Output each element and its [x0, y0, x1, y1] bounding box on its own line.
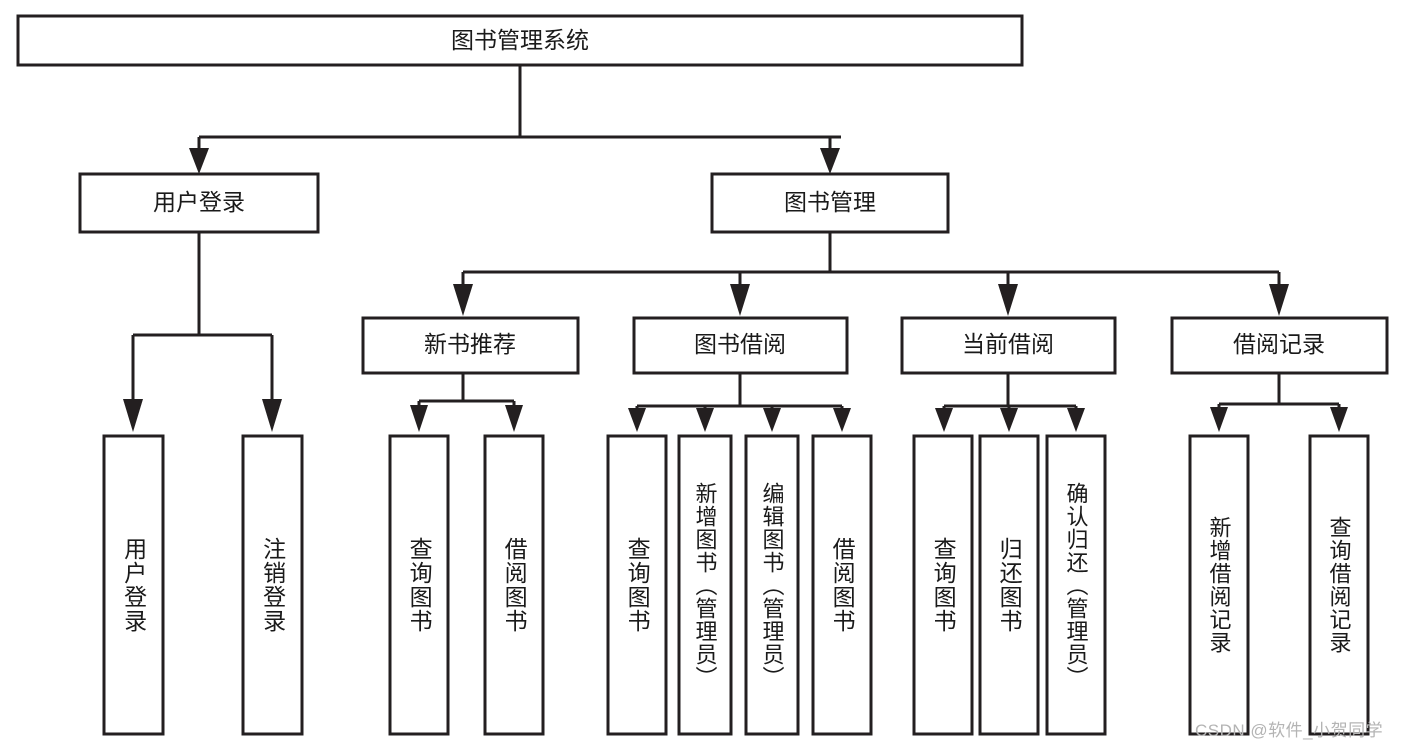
arrow-head-icon [505, 405, 523, 432]
leaf-box[interactable] [606, 434, 668, 736]
leaf-box[interactable] [677, 434, 733, 736]
node-book-manage[interactable]: 图书管理 [710, 172, 950, 234]
edge-bookborrow-to-leaves [628, 373, 851, 432]
arrow-head-icon [730, 284, 750, 316]
arrow-head-icon [1000, 408, 1018, 432]
arrow-head-icon [696, 408, 714, 432]
leaf-box[interactable] [388, 434, 450, 736]
leaf-box[interactable] [1308, 434, 1370, 736]
edge-newbook-to-leaves [410, 373, 523, 432]
node-borrow-record[interactable]: 借阅记录 [1170, 316, 1389, 375]
node-new-book-recommend[interactable]: 新书推荐 [361, 316, 580, 375]
leaf-box[interactable] [1045, 434, 1107, 736]
leaf-box[interactable] [978, 434, 1040, 736]
arrow-head-icon [262, 399, 282, 432]
arrow-head-icon [189, 148, 209, 174]
arrow-head-icon [453, 284, 473, 316]
leaf-box[interactable] [744, 434, 800, 736]
leaf-box[interactable] [483, 434, 545, 736]
leaf-box[interactable] [1188, 434, 1250, 736]
arrow-head-icon [763, 408, 781, 432]
edge-userlogin-to-leaves [123, 232, 282, 432]
leaf-box[interactable] [102, 434, 165, 736]
arrow-head-icon [123, 399, 143, 432]
node-user-login-label: 用户登录 [153, 189, 245, 215]
node-current-borrow-label: 当前借阅 [962, 331, 1054, 357]
edge-borrowrecord-to-leaves [1210, 373, 1348, 432]
arrow-head-icon [935, 408, 953, 432]
leaf-boxes [102, 434, 1370, 736]
node-new-book-recommend-label: 新书推荐 [424, 331, 516, 357]
node-book-borrow[interactable]: 图书借阅 [632, 316, 849, 375]
arrow-head-icon [1067, 408, 1085, 432]
arrow-head-icon [410, 405, 428, 432]
arrow-head-icon [628, 408, 646, 432]
edge-root-to-level2 [189, 65, 841, 174]
node-root[interactable]: 图书管理系统 [16, 14, 1024, 67]
node-current-borrow[interactable]: 当前借阅 [900, 316, 1117, 375]
node-user-login[interactable]: 用户登录 [78, 172, 320, 234]
node-root-label: 图书管理系统 [451, 27, 589, 53]
arrow-head-icon [1330, 407, 1348, 432]
node-borrow-record-label: 借阅记录 [1233, 331, 1325, 357]
node-book-borrow-label: 图书借阅 [694, 331, 786, 357]
arrow-head-icon [998, 284, 1018, 316]
edge-currentborrow-to-leaves [935, 373, 1085, 432]
arrow-head-icon [1269, 284, 1289, 316]
csdn-watermark: CSDN @软件_小贺同学 [1195, 721, 1384, 740]
node-book-manage-label: 图书管理 [784, 189, 876, 215]
arrow-head-icon [833, 408, 851, 432]
leaf-box[interactable] [912, 434, 974, 736]
arrow-head-icon [1210, 407, 1228, 432]
leaf-box[interactable] [241, 434, 304, 736]
edge-bookmanage-to-level3 [453, 232, 1289, 316]
leaf-box[interactable] [811, 434, 873, 736]
arrow-head-icon [820, 148, 840, 174]
